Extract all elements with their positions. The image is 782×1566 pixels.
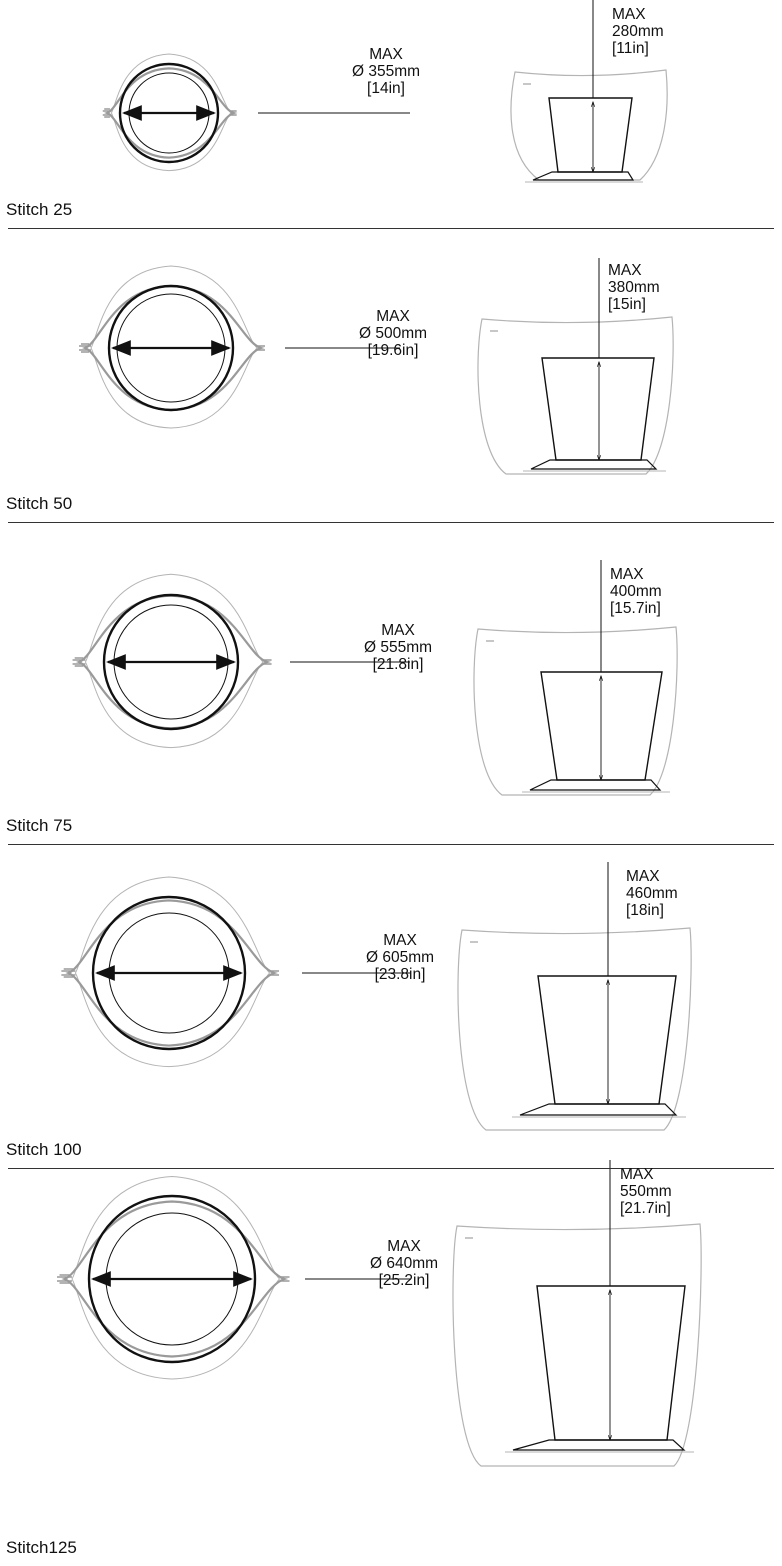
top-view-inner-rim-4 (61, 1200, 289, 1358)
pot-side-outline-3 (537, 975, 677, 1105)
height-imperial-text: [21.7in] (620, 1200, 671, 1217)
height-imperial-text: [18in] (626, 902, 664, 919)
top-view-inner-rim-1 (81, 284, 265, 412)
height-imperial-text: [15in] (608, 296, 646, 313)
saucer-outline-4 (512, 1439, 686, 1451)
diameter-value-text: Ø 555mm (363, 639, 433, 656)
height-value-text: 550mm (620, 1183, 672, 1200)
right-stitch-icon-4 (279, 1276, 290, 1282)
height-max-text: MAX (612, 6, 646, 23)
height-value-text: 400mm (610, 583, 662, 600)
section-divider (8, 1168, 774, 1169)
height-max-text: MAX (620, 1166, 654, 1183)
model-caption: Stitch125 (6, 1538, 77, 1557)
diameter-imperial-text: [23.8in] (374, 966, 426, 983)
height-imperial-text: [15.7in] (610, 600, 661, 617)
model-caption: Stitch 75 (6, 816, 73, 835)
right-stitch-icon-1 (257, 345, 265, 351)
height-value-text: 380mm (608, 279, 660, 296)
diameter-value-text: Ø 355mm (351, 63, 421, 80)
side-view-planter-4 (452, 1223, 702, 1467)
top-view-outer-rim-2 (84, 573, 264, 749)
right-stitch-icon-3 (269, 970, 279, 976)
right-stitch-icon-0 (230, 110, 237, 116)
top-view-outer-rim-0 (110, 53, 232, 172)
model-caption: Stitch 25 (6, 200, 73, 219)
pot-outer-circle-0 (118, 62, 220, 164)
pot-side-outline-1 (541, 357, 655, 461)
side-view-planter-0 (510, 69, 668, 181)
top-view-outer-rim-3 (74, 876, 271, 1068)
saucer-outline-1 (530, 459, 658, 470)
diameter-max-text: MAX (383, 932, 417, 949)
side-view-planter-2 (473, 626, 678, 796)
top-view-outer-rim-4 (71, 1175, 281, 1380)
diameter-max-text: MAX (381, 622, 415, 639)
height-max-text: MAX (610, 566, 644, 583)
saucer-outline-3 (519, 1103, 678, 1116)
pot-side-outline-0 (548, 97, 633, 173)
diameter-value-text: Ø 605mm (365, 949, 435, 966)
pot-outer-circle-3 (91, 895, 247, 1051)
diameter-imperial-text: [19.6in] (367, 342, 419, 359)
diameter-max-text: MAX (369, 46, 403, 63)
height-value-text: 280mm (612, 23, 664, 40)
right-stitch-icon-2 (263, 659, 272, 665)
left-stitch-icon-4 (57, 1274, 72, 1284)
height-max-text: MAX (626, 868, 660, 885)
pot-side-outline-2 (540, 671, 663, 781)
top-view-outer-rim-1 (90, 265, 258, 429)
pot-side-outline-4 (536, 1285, 686, 1441)
side-view-planter-3 (457, 927, 692, 1131)
diameter-imperial-text: [14in] (367, 80, 405, 97)
pot-outer-circle-1 (107, 284, 235, 412)
diameter-value-text: Ø 640mm (369, 1255, 439, 1272)
height-value-text: 460mm (626, 885, 678, 902)
left-stitch-icon-0 (102, 108, 112, 118)
diameter-max-text: MAX (376, 308, 410, 325)
model-caption: Stitch 100 (6, 1140, 82, 1159)
top-view-inner-rim-2 (75, 594, 272, 730)
diameter-max-text: MAX (387, 1238, 421, 1255)
diameter-imperial-text: [25.2in] (378, 1272, 430, 1289)
model-caption: Stitch 50 (6, 494, 73, 513)
section-divider (8, 844, 774, 845)
left-stitch-icon-3 (61, 968, 76, 978)
height-max-text: MAX (608, 262, 642, 279)
saucer-outline-0 (532, 171, 635, 181)
pot-outer-circle-2 (102, 593, 240, 731)
height-imperial-text: [11in] (612, 40, 649, 57)
pot-outer-circle-4 (87, 1194, 257, 1364)
section-divider (8, 228, 774, 229)
saucer-outline-2 (529, 779, 662, 791)
diameter-imperial-text: [21.8in] (372, 656, 424, 673)
left-stitch-icon-1 (79, 343, 91, 353)
top-view-inner-rim-0 (103, 67, 238, 159)
left-stitch-icon-2 (72, 657, 86, 667)
side-view-planter-1 (477, 316, 674, 475)
section-divider (8, 522, 774, 523)
diameter-value-text: Ø 500mm (358, 325, 428, 342)
